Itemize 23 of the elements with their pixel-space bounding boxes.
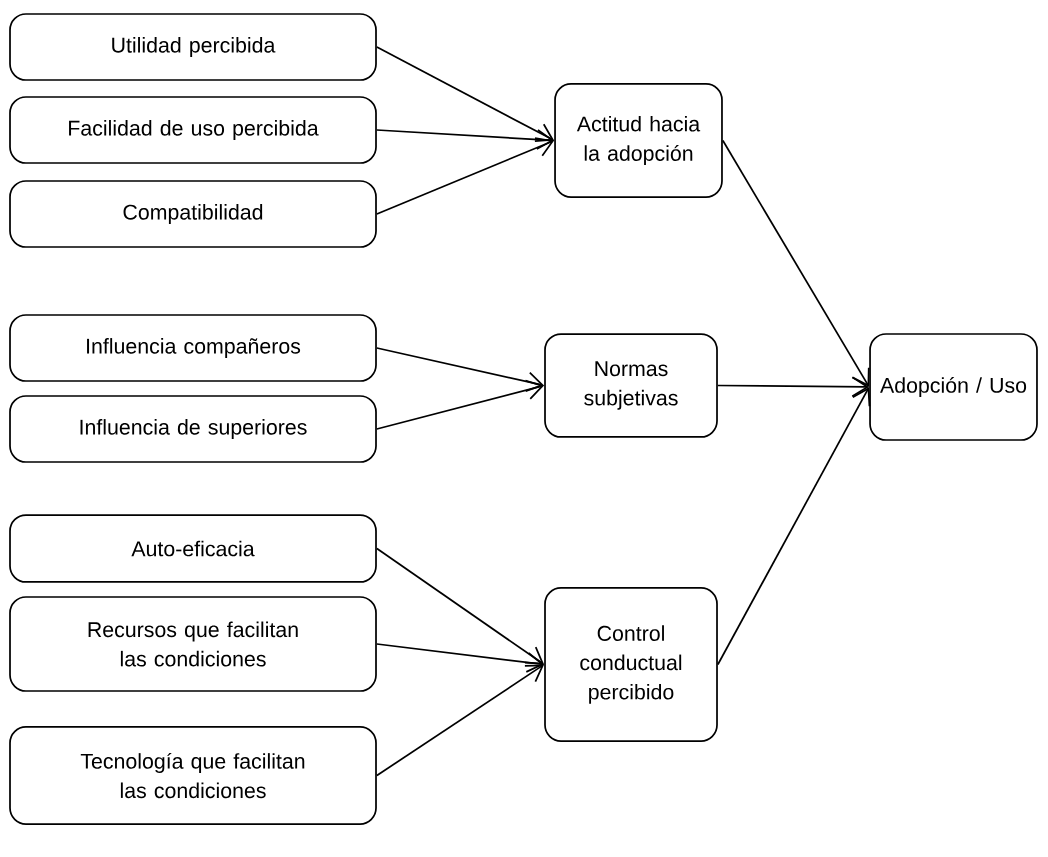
process-box: Influencia compañeros xyxy=(9,314,377,382)
arrow xyxy=(376,137,555,215)
process-box: Tecnología que facilitan las condiciones xyxy=(9,726,377,825)
process-box: Normas subjetivas xyxy=(544,333,718,438)
arrow xyxy=(376,547,545,665)
process-box: Influencia de superiores xyxy=(9,395,377,463)
process-box: Facilidad de uso percibida xyxy=(9,96,377,164)
arrow xyxy=(721,139,870,387)
arrow xyxy=(717,376,870,398)
process-box: Utilidad percibida xyxy=(9,13,377,81)
process-box: Control conductual percibido xyxy=(544,587,718,742)
process-box: Auto-eficacia xyxy=(9,514,377,583)
arrow xyxy=(376,379,545,430)
arrow xyxy=(376,347,545,392)
process-box: Adopción / Uso xyxy=(869,333,1038,441)
arrow xyxy=(376,46,555,142)
arrow xyxy=(376,664,545,777)
arrow xyxy=(717,387,871,666)
process-box: Actitud hacia la adopción xyxy=(554,83,723,198)
process-box: Compatibilidad xyxy=(9,180,377,248)
arrow xyxy=(376,129,555,150)
arrow xyxy=(376,643,545,673)
process-box: Recursos que facilitan las condiciones xyxy=(9,596,377,692)
